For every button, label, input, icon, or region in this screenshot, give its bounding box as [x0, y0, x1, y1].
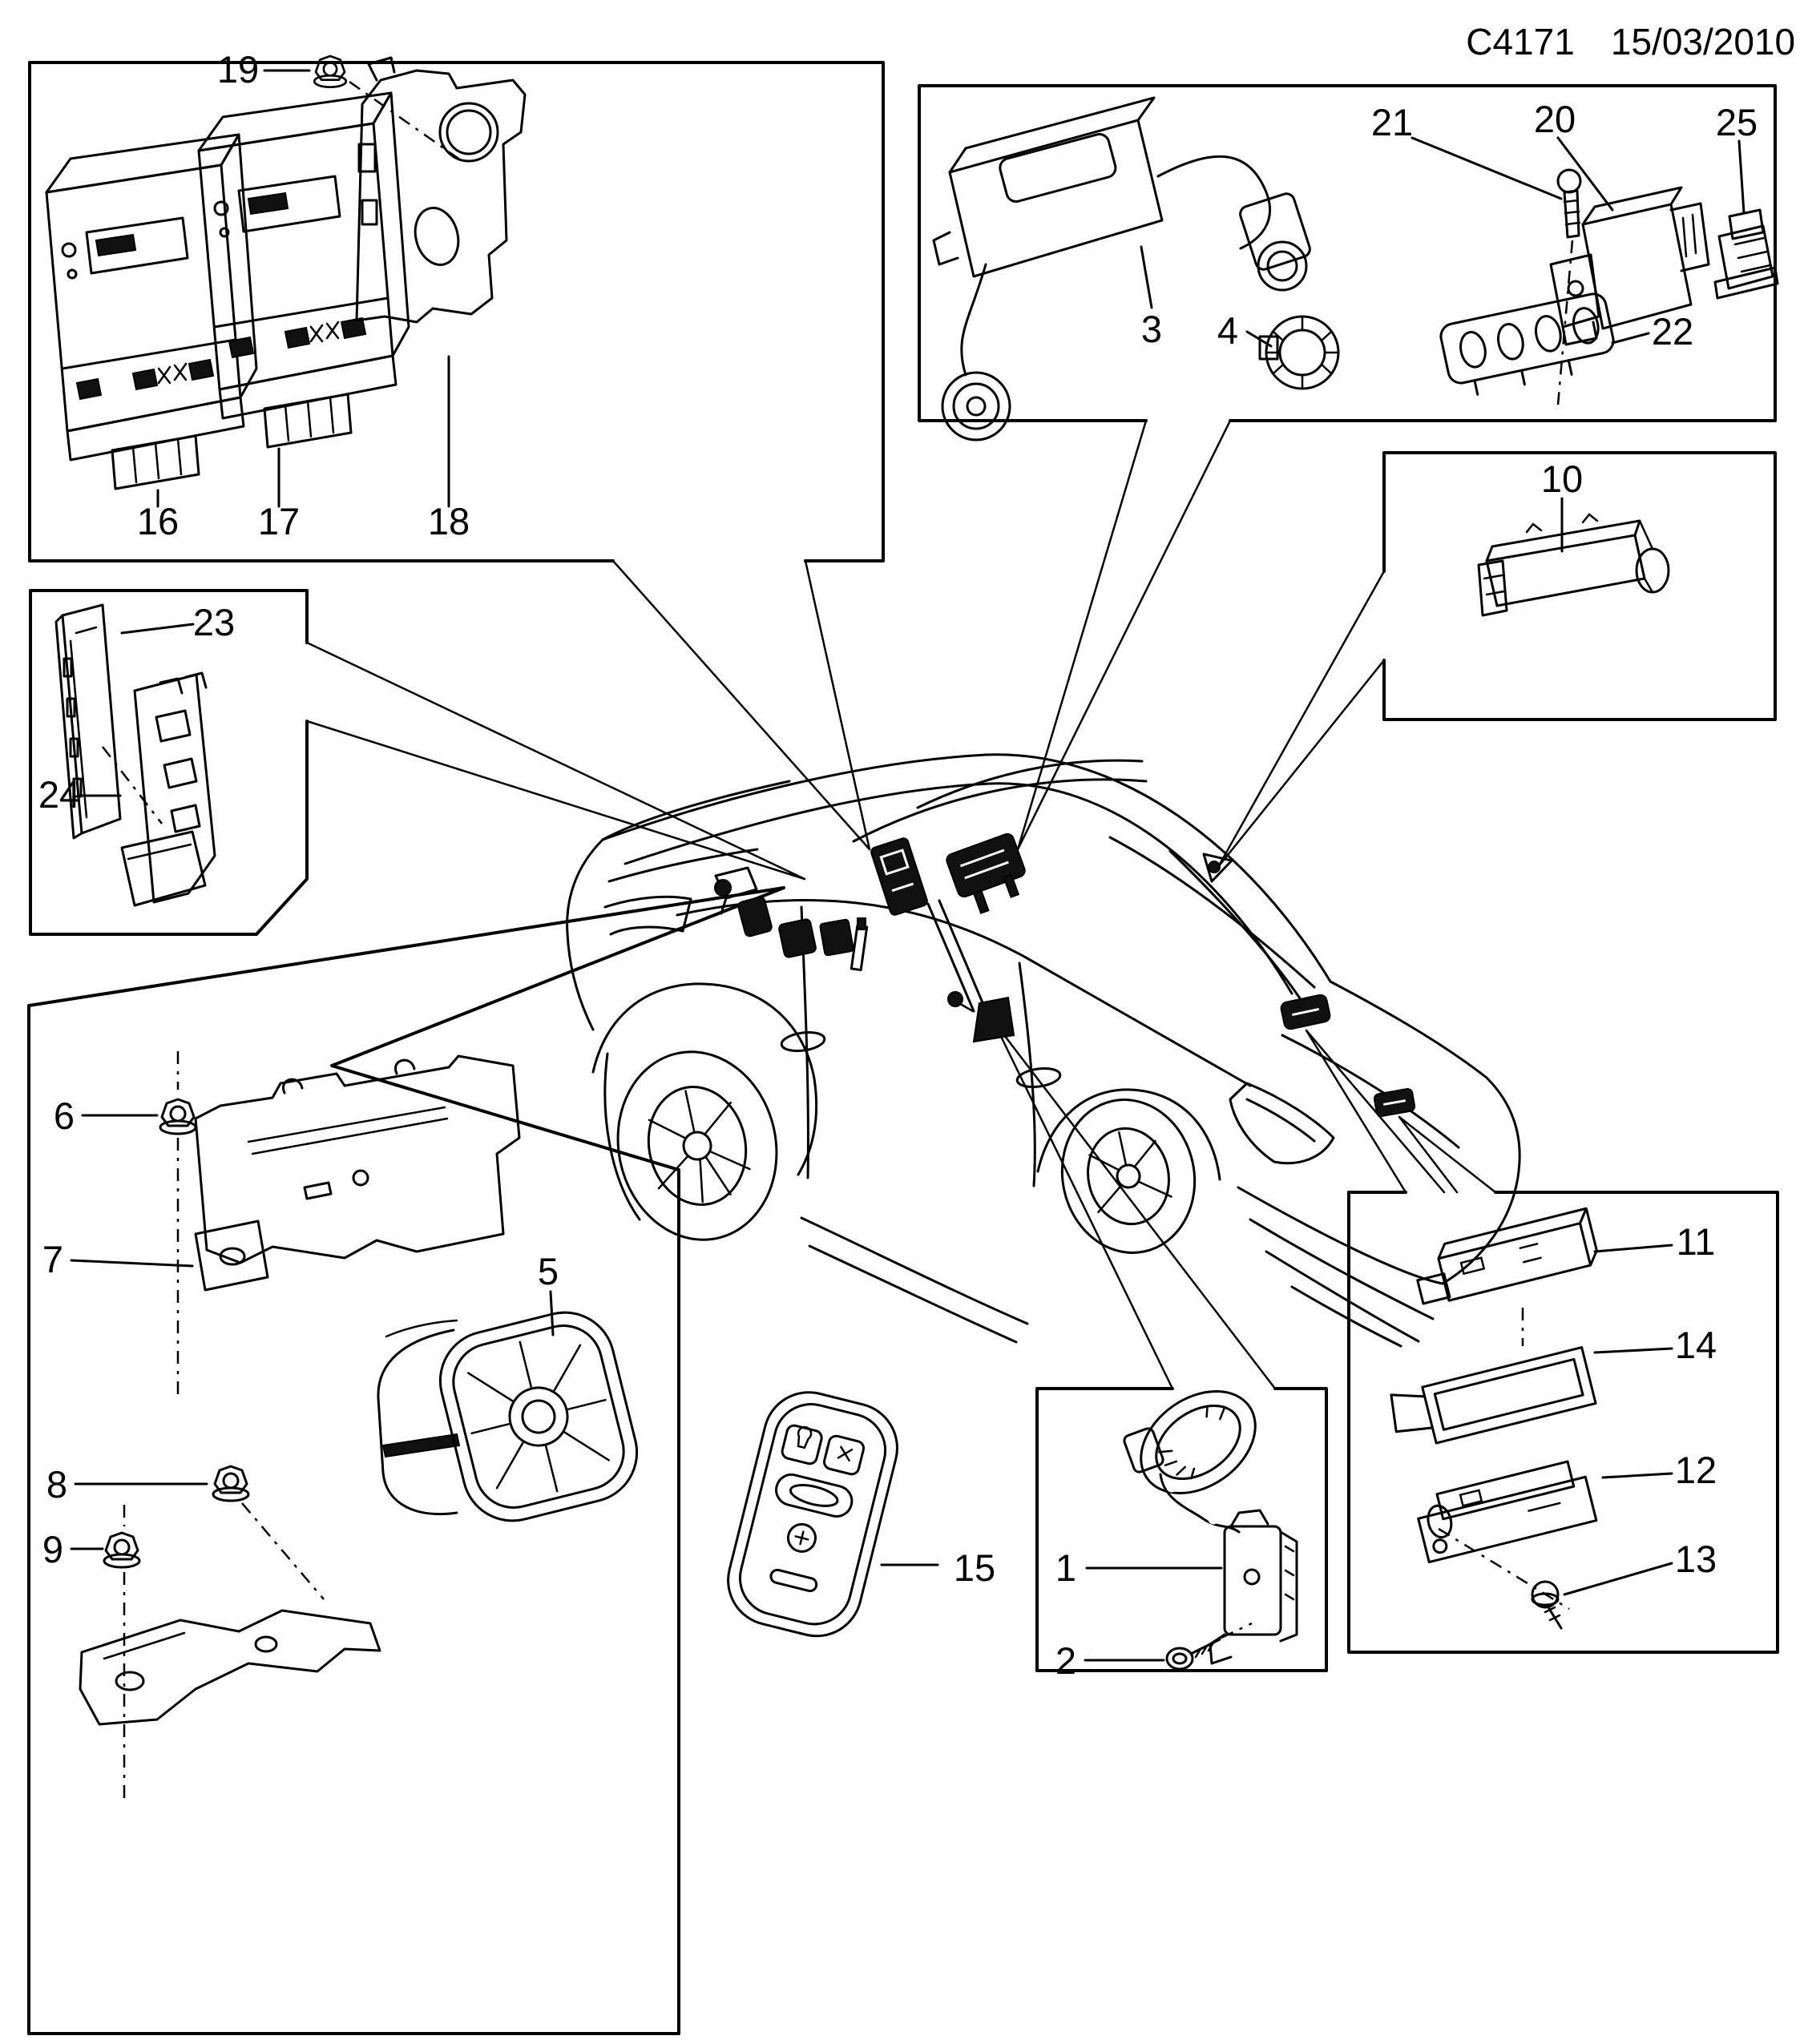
callout-8: 8 — [46, 1463, 67, 1506]
callout-1: 1 — [1055, 1546, 1076, 1589]
car-roof-module-rear-icon — [946, 833, 1026, 914]
car-rear-deck-module-icon — [1280, 994, 1331, 1030]
callout-14: 14 — [1675, 1324, 1717, 1366]
part-9-nut — [103, 1505, 141, 1801]
car-front-wheel-arch — [591, 982, 818, 1176]
wedge-bracket — [305, 641, 806, 881]
car-headlight — [603, 848, 759, 936]
car-roofline — [601, 753, 1332, 983]
wedge-receiver — [1016, 419, 1232, 851]
callout-18: 18 — [428, 500, 470, 542]
car-rear-wheel-arch — [1036, 1088, 1221, 1181]
part-8-nut — [212, 1465, 325, 1600]
car-roof-seams — [852, 759, 1148, 843]
dash-12-13 — [1438, 1527, 1570, 1611]
part-4-sensor-grommet — [1258, 315, 1340, 390]
module-bracket-panel — [29, 589, 309, 936]
part-16-control-module — [45, 133, 258, 490]
car-rear-door-handle — [1015, 1066, 1062, 1089]
callout-3: 3 — [1141, 308, 1162, 350]
car-rear-bumper — [1237, 1186, 1444, 1348]
wedge-roof-antenna — [1217, 570, 1386, 869]
diagram-code: C4171 — [1466, 21, 1575, 62]
rear-antennas-panel — [1347, 1191, 1779, 1654]
part-6-nut — [159, 1051, 197, 1396]
part-15-remote-key — [727, 1391, 898, 1638]
part-14-antenna-holder — [1390, 1346, 1597, 1445]
car-door-sensor-cluster-icon — [714, 879, 869, 972]
car-rear-shelf-sensor-icon — [1202, 853, 1233, 883]
car-bpillar-module-icon — [947, 991, 1015, 1043]
part-1-lock-sensor — [1123, 1390, 1298, 1665]
part-24-bracket — [102, 671, 216, 907]
car-front-wheel — [616, 1050, 778, 1241]
part-21-screw — [1556, 168, 1582, 405]
callout-17: 17 — [258, 500, 300, 542]
car-taillight — [1229, 1082, 1335, 1165]
control-modules-panel — [28, 61, 885, 562]
callout-16: 16 — [137, 500, 179, 542]
callout-25: 25 — [1716, 101, 1758, 143]
part-5-siren — [377, 1311, 639, 1522]
wedge-rear-antenna-1 — [1305, 1029, 1446, 1194]
callout-13: 13 — [1675, 1538, 1717, 1580]
callout-24: 24 — [38, 773, 80, 816]
callout-23: 23 — [193, 601, 235, 643]
car-sill — [800, 1216, 1029, 1344]
car-trunk-module-icon — [1373, 1087, 1416, 1118]
car-c-pillar-inner — [1168, 849, 1305, 1005]
part-mount-plate — [79, 1609, 381, 1726]
pointer-wedges — [305, 419, 1497, 1390]
callout-15: 15 — [954, 1546, 995, 1589]
car-beltline — [676, 898, 1252, 1087]
wedge-rear-antenna-2 — [1398, 1115, 1497, 1194]
part-3-receiver-module — [932, 96, 1311, 441]
callout-20: 20 — [1534, 98, 1576, 140]
callout-21: 21 — [1371, 101, 1413, 143]
car-illustration — [566, 753, 1521, 1348]
part-10-antenna — [1477, 513, 1670, 617]
car-front-door-handle — [780, 1030, 826, 1053]
callout-22: 22 — [1652, 310, 1693, 353]
panel-frames — [27, 61, 1779, 2035]
callout-11: 11 — [1677, 1220, 1716, 1263]
callout-4: 4 — [1217, 309, 1238, 352]
callout-6: 6 — [54, 1095, 75, 1137]
car-roof-rail — [624, 782, 1293, 995]
callout-9: 9 — [42, 1528, 63, 1570]
car-rear-glass-edge — [1108, 836, 1316, 989]
callout-5: 5 — [538, 1250, 559, 1292]
callout-10: 10 — [1541, 458, 1583, 500]
car-front-bumper-lower — [603, 1052, 641, 1221]
part-11-antenna-module — [1416, 1207, 1598, 1305]
part-18-bracket — [355, 56, 527, 324]
car-rear-wheel — [1060, 1099, 1197, 1254]
car-front-fascia — [566, 838, 604, 1031]
roof-antenna-panel — [1382, 451, 1777, 721]
callouts: 1 2 3 4 5 6 7 8 9 10 11 12 13 14 15 16 1… — [38, 48, 1758, 1682]
part-12-antenna-plate — [1417, 1460, 1598, 1564]
part-13-screw — [1531, 1580, 1563, 1630]
part-25-switch — [1713, 208, 1779, 300]
car-a-pillar — [601, 780, 791, 841]
car-roof-module-front-icon — [870, 837, 928, 916]
car-b-pillar — [926, 899, 986, 1013]
receiver-sensors-panel — [918, 84, 1777, 422]
part-2-screw — [1165, 1622, 1253, 1671]
wedge-door-sensor — [992, 1020, 1277, 1390]
car-trunk-seam — [1281, 1034, 1460, 1149]
diagram-date: 15/03/2010 — [1611, 21, 1795, 62]
alarm-siren-panel — [27, 886, 785, 2035]
callout-2: 2 — [1055, 1639, 1076, 1682]
callout-19: 19 — [217, 48, 259, 91]
callout-12: 12 — [1675, 1449, 1717, 1491]
part-23-module — [54, 603, 122, 840]
part-19-nut — [313, 54, 462, 162]
callout-7: 7 — [42, 1238, 63, 1280]
part-7-bracket — [194, 1054, 521, 1292]
door-lock-sensor-panel — [1035, 1387, 1328, 1672]
part-22-connector-strip — [1439, 292, 1615, 396]
car-trunk-tail — [1329, 980, 1521, 1285]
